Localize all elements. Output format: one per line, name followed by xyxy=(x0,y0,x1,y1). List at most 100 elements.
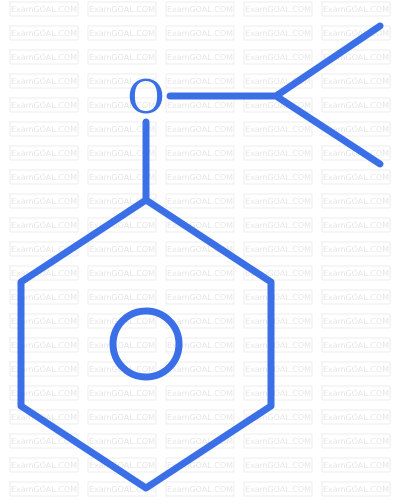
watermark-text: ExamGOAL.COM xyxy=(11,341,77,350)
watermark-box xyxy=(321,169,391,185)
aromatic-circle xyxy=(109,307,183,381)
watermark-text: ExamGOAL.COM xyxy=(323,269,389,278)
watermark-text: ExamGOAL.COM xyxy=(89,293,155,302)
watermark-box xyxy=(9,145,79,161)
watermark-box xyxy=(321,73,391,89)
watermark-box xyxy=(321,457,391,473)
watermark-text: ExamGOAL.COM xyxy=(323,437,389,446)
watermark-text: ExamGOAL.COM xyxy=(167,149,233,158)
watermark-box xyxy=(165,385,235,401)
watermark-box xyxy=(321,313,391,329)
watermark-box xyxy=(9,241,79,257)
watermark-box xyxy=(165,25,235,41)
watermark-text: ExamGOAL.COM xyxy=(245,365,311,374)
watermark-box xyxy=(87,433,157,449)
watermark-box xyxy=(87,25,157,41)
watermark-text: ExamGOAL.COM xyxy=(245,77,311,86)
watermark-text: ExamGOAL.COM xyxy=(89,437,155,446)
watermark-box xyxy=(87,481,157,497)
watermark-text: ExamGOAL.COM xyxy=(245,485,311,494)
watermark-box xyxy=(243,25,313,41)
watermark-text: ExamGOAL.COM xyxy=(11,317,77,326)
watermark-text: ExamGOAL.COM xyxy=(89,485,155,494)
watermark-text: ExamGOAL.COM xyxy=(89,413,155,422)
watermark-text: ExamGOAL.COM xyxy=(245,101,311,110)
watermark-text: ExamGOAL.COM xyxy=(245,293,311,302)
watermark-box xyxy=(165,49,235,65)
watermark-box xyxy=(9,313,79,329)
watermark-box xyxy=(243,145,313,161)
watermark-box xyxy=(9,361,79,377)
watermark-text: ExamGOAL.COM xyxy=(89,173,155,182)
watermark-text: ExamGOAL.COM xyxy=(11,173,77,182)
watermark-box xyxy=(321,49,391,65)
watermark-text: ExamGOAL.COM xyxy=(89,197,155,206)
watermark-box xyxy=(87,241,157,257)
watermark-text: ExamGOAL.COM xyxy=(11,125,77,134)
watermark-box xyxy=(87,73,157,89)
watermark-text: ExamGOAL.COM xyxy=(323,221,389,230)
watermark-text: ExamGOAL.COM xyxy=(245,341,311,350)
watermark-box xyxy=(165,457,235,473)
watermark-box xyxy=(9,97,79,113)
watermark-text: ExamGOAL.COM xyxy=(11,77,77,86)
watermark-text: ExamGOAL.COM xyxy=(89,53,155,62)
watermark-box xyxy=(165,433,235,449)
watermark-box xyxy=(243,481,313,497)
bond-ch-methyl-bottom xyxy=(272,92,384,168)
watermark-text: ExamGOAL.COM xyxy=(167,173,233,182)
watermark-text: ExamGOAL.COM xyxy=(323,197,389,206)
watermark-box xyxy=(243,433,313,449)
watermark-text: ExamGOAL.COM xyxy=(11,149,77,158)
watermark-text: ExamGOAL.COM xyxy=(11,5,77,14)
watermark-box xyxy=(165,169,235,185)
watermark-text: ExamGOAL.COM xyxy=(245,437,311,446)
watermark-text: ExamGOAL.COM xyxy=(89,389,155,398)
watermark-box xyxy=(243,385,313,401)
watermark-box xyxy=(9,385,79,401)
watermark-box xyxy=(165,241,235,257)
watermark-text: ExamGOAL.COM xyxy=(323,125,389,134)
watermark-text: ExamGOAL.COM xyxy=(167,29,233,38)
watermark-text: ExamGOAL.COM xyxy=(89,461,155,470)
isopropoxy-benzene-structure: O xyxy=(17,22,384,492)
watermark-box xyxy=(243,169,313,185)
watermark-text: ExamGOAL.COM xyxy=(323,5,389,14)
bond-ch-methyl-top xyxy=(272,22,384,100)
watermark-text: ExamGOAL.COM xyxy=(167,125,233,134)
watermark-text: ExamGOAL.COM xyxy=(323,29,389,38)
watermark-box xyxy=(321,241,391,257)
watermark-text: ExamGOAL.COM xyxy=(167,365,233,374)
watermark-box xyxy=(165,193,235,209)
watermark-box xyxy=(165,121,235,137)
watermark-text: ExamGOAL.COM xyxy=(11,29,77,38)
watermark-box xyxy=(165,73,235,89)
watermark-box xyxy=(165,409,235,425)
watermark-text: ExamGOAL.COM xyxy=(245,53,311,62)
watermark-box xyxy=(87,169,157,185)
watermark-text: ExamGOAL.COM xyxy=(167,461,233,470)
watermark-text: ExamGOAL.COM xyxy=(11,389,77,398)
watermark-box xyxy=(87,265,157,281)
watermark-text: ExamGOAL.COM xyxy=(167,5,233,14)
watermark-box xyxy=(321,97,391,113)
watermark-box xyxy=(165,481,235,497)
watermark-box xyxy=(243,337,313,353)
watermark-text: ExamGOAL.COM xyxy=(89,101,155,110)
watermark-box xyxy=(9,289,79,305)
watermark-box xyxy=(243,265,313,281)
watermark-text: ExamGOAL.COM xyxy=(11,365,77,374)
watermark-text: ExamGOAL.COM xyxy=(245,125,311,134)
watermark-text: ExamGOAL.COM xyxy=(323,149,389,158)
watermark-text: ExamGOAL.COM xyxy=(323,341,389,350)
watermark-text: ExamGOAL.COM xyxy=(323,317,389,326)
watermark-box xyxy=(243,121,313,137)
watermark-box xyxy=(321,385,391,401)
watermark-text: ExamGOAL.COM xyxy=(11,197,77,206)
watermark-text: ExamGOAL.COM xyxy=(167,245,233,254)
watermark-box xyxy=(9,193,79,209)
watermark-box xyxy=(243,457,313,473)
watermark-box xyxy=(9,481,79,497)
watermark-text: ExamGOAL.COM xyxy=(245,245,311,254)
